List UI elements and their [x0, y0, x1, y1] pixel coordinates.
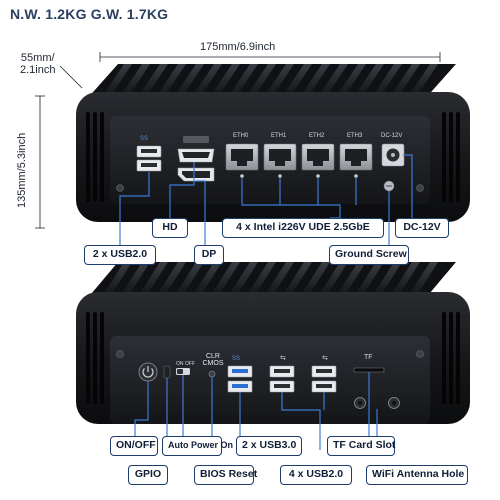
callout-usb3: 2 x USB3.0 [236, 436, 302, 456]
callout-usb2-front: 2 x USB2.0 [84, 245, 156, 265]
gpio-header [163, 365, 171, 379]
side-vents-rear [86, 312, 460, 404]
callout-dc: DC-12V [395, 218, 449, 238]
antenna-holes [354, 397, 400, 409]
tf-label: TF [364, 354, 373, 361]
depth-mm: 55mm/ [20, 52, 55, 64]
svg-text:⇆: ⇆ [322, 355, 328, 362]
dimension-lines [35, 52, 441, 229]
heatsink-fins-bottom [100, 262, 438, 300]
callout-bios: BIOS Reset [194, 465, 257, 485]
callout-on-off: ON/OFF [110, 436, 158, 456]
usb2-front-ports: SS [136, 136, 162, 172]
heatsink-fins-top [100, 64, 438, 100]
callout-ground: Ground Screw [329, 245, 409, 265]
callout-tf-card: TF Card Slot [327, 436, 395, 456]
rear-panel [110, 336, 430, 424]
callout-dp: DP [194, 245, 224, 265]
power-button [138, 362, 158, 382]
depth-dimension: 55mm/ 2.1inch [20, 52, 55, 76]
eth0-label: ETH0 [233, 133, 249, 139]
clr-cmos-label: CLR CMOS [202, 353, 224, 367]
switch-off-label: OFF [185, 361, 195, 367]
panel-screws-front [116, 184, 424, 192]
dc-jack [381, 143, 405, 167]
svg-text:SS: SS [140, 136, 148, 142]
clr-cmos-button [208, 370, 216, 378]
tf-card-slot [353, 367, 385, 373]
switch-on-label: ON [176, 361, 184, 367]
displayport [177, 167, 215, 182]
dc-jack-label: DC-12V [381, 133, 403, 139]
side-vents-front [86, 112, 460, 202]
callout-auto-power: Auto Power On [162, 436, 233, 456]
eth2-label: ETH2 [309, 133, 325, 139]
ground-screw [383, 180, 395, 192]
eth3-label: ETH3 [347, 133, 363, 139]
panel-screws-rear [116, 350, 424, 358]
callout-wifi: WiFi Antenna Hole [366, 465, 468, 485]
callout-lan: 4 x Intel i226V UDE 2.5GbE [222, 218, 384, 238]
rj45-ports [225, 143, 373, 171]
clr-text: CLR [205, 353, 220, 360]
svg-text:SS: SS [232, 356, 240, 362]
front-device: SS [76, 64, 470, 222]
callout-gpio: GPIO [128, 465, 168, 485]
weight-label: N.W. 1.2KG G.W. 1.7KG [10, 6, 169, 22]
cmos-text: CMOS [202, 360, 224, 367]
eth1-label: ETH1 [271, 133, 287, 139]
callout-hd: HD [152, 218, 188, 238]
svg-text:⇆: ⇆ [280, 355, 286, 362]
callout-usb2-rear: 4 x USB2.0 [280, 465, 352, 485]
hdmi-port [177, 136, 215, 163]
depth-in: 2.1inch [20, 64, 56, 76]
rear-device: SS ⇆ ⇆ [76, 262, 470, 424]
width-dimension: 175mm/6.9inch [200, 41, 276, 53]
usb2-rear-ports: ⇆ ⇆ [269, 355, 337, 393]
led-dots-front [240, 174, 358, 178]
